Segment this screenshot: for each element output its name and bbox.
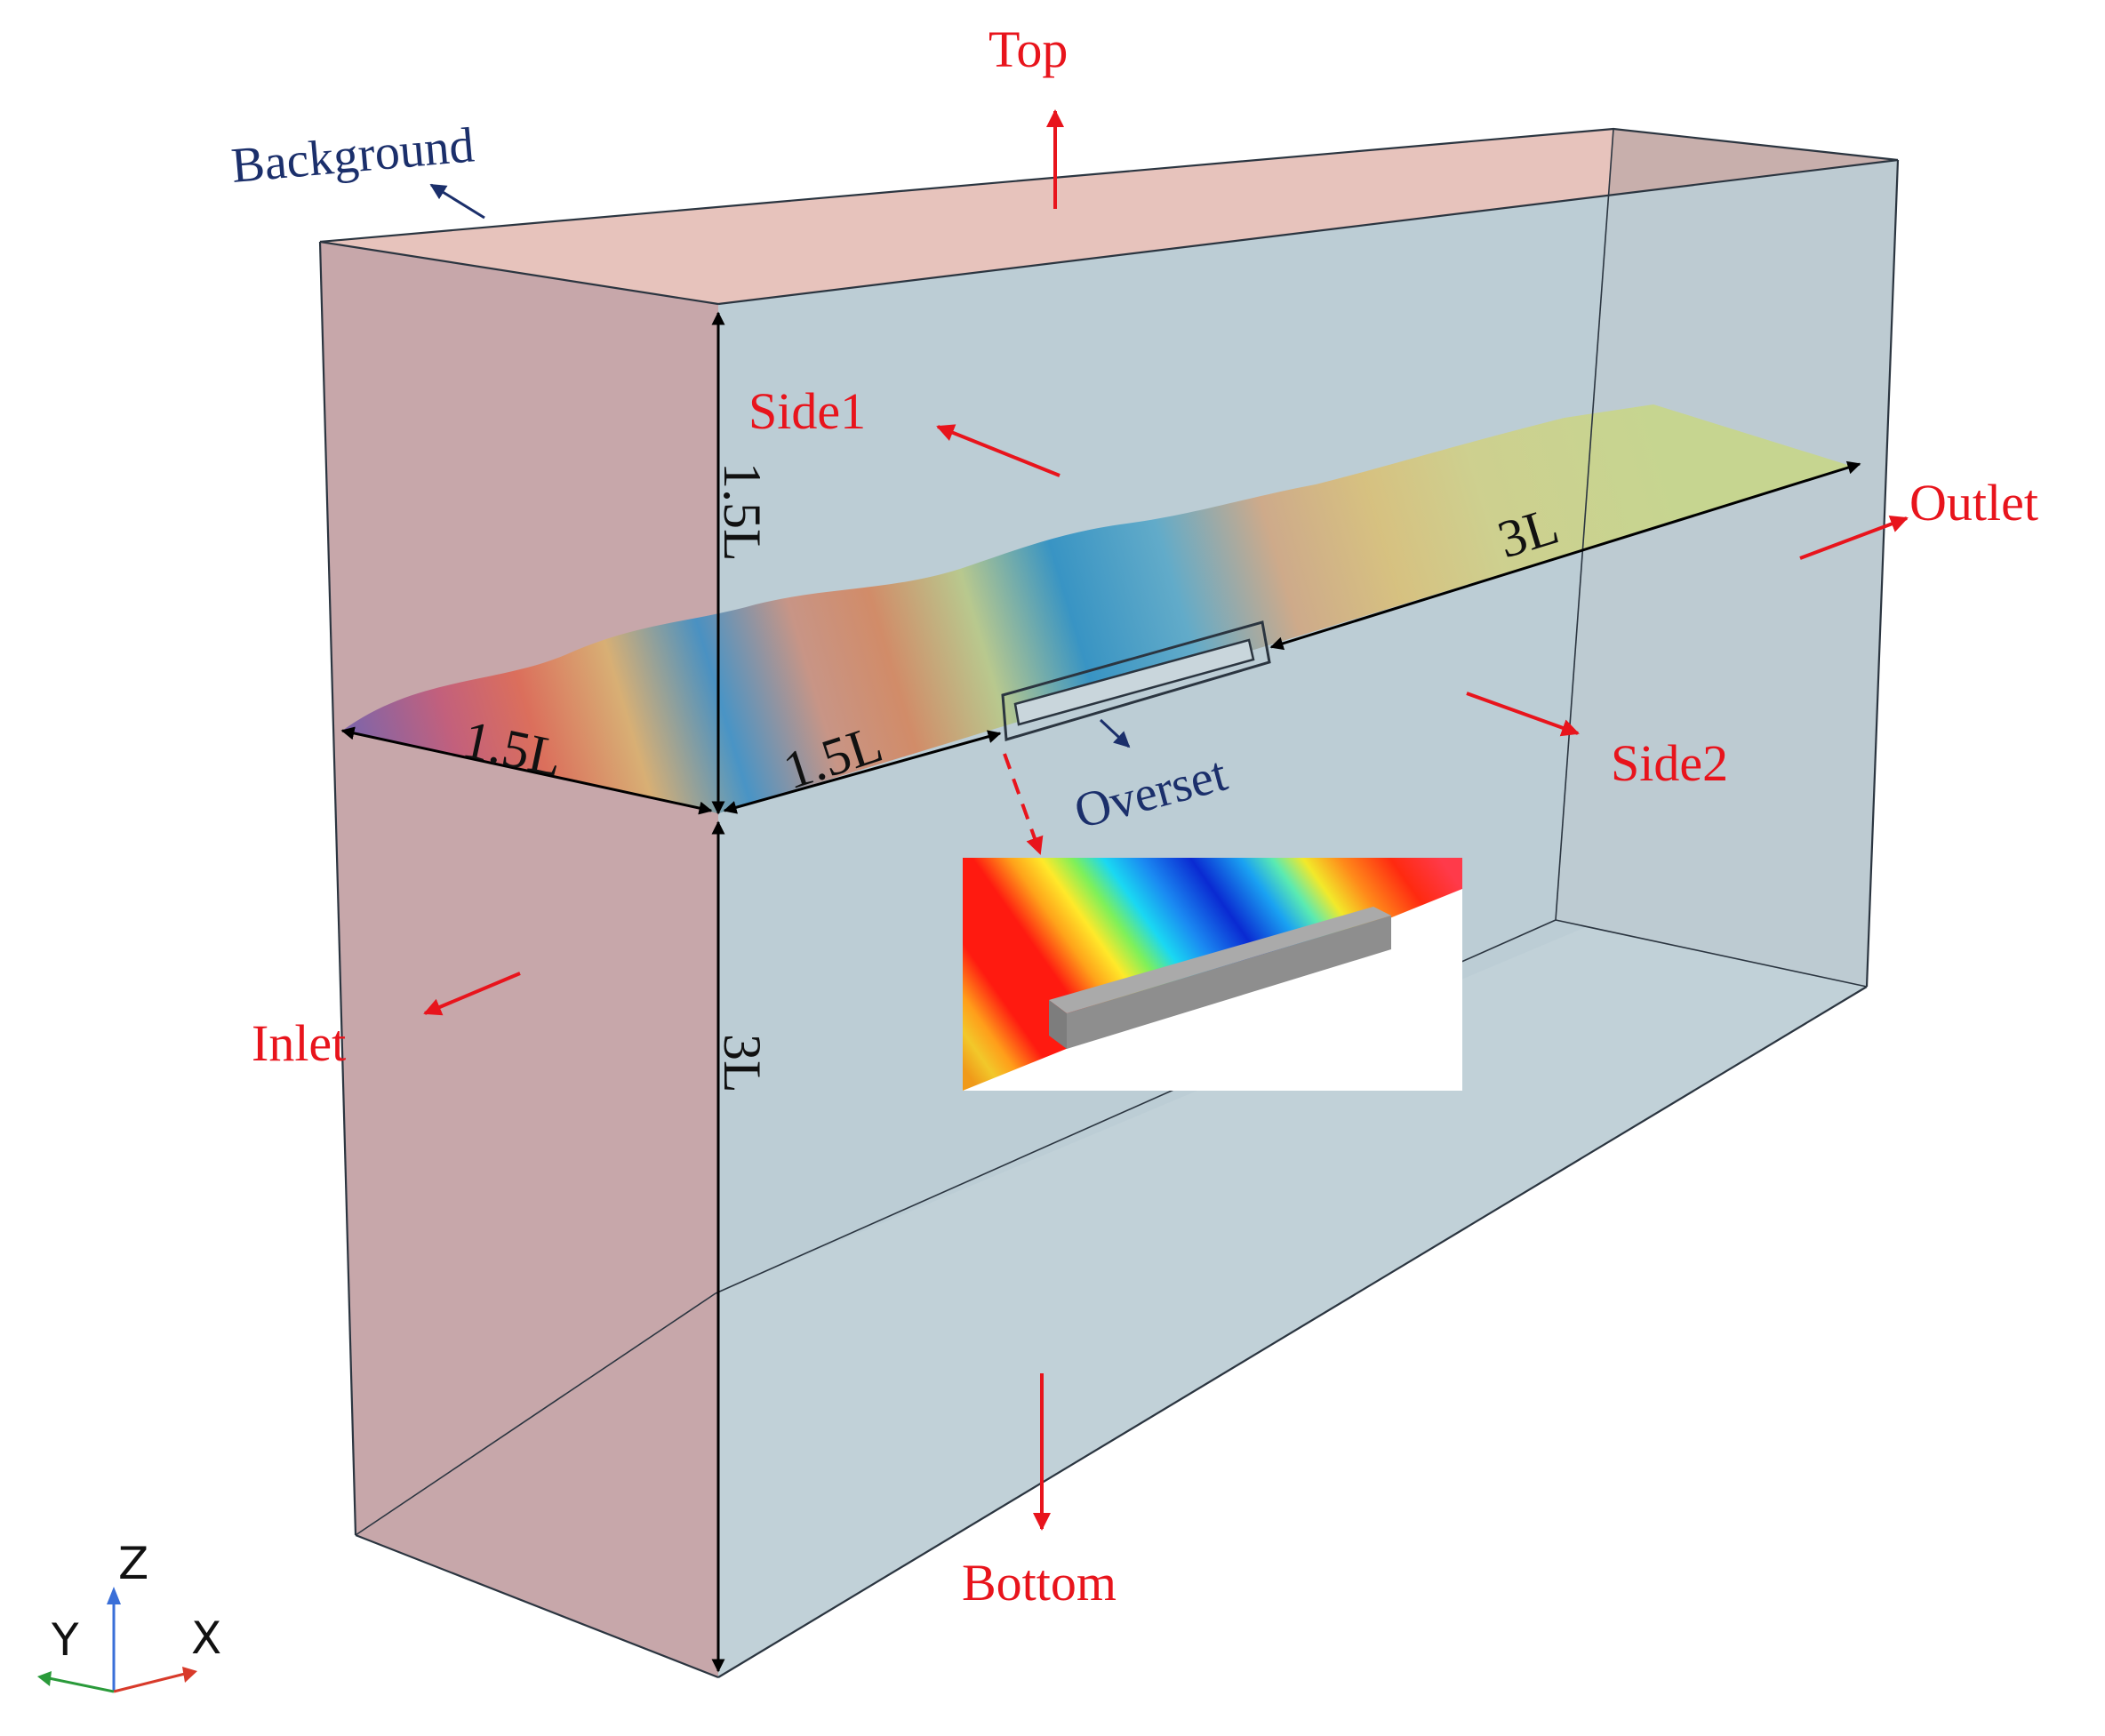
dim-downstream-line (1269, 460, 1861, 651)
axis-triad: Z Y X (37, 1538, 221, 1693)
zoom-cylinder-side (1049, 1000, 1067, 1049)
side1-arrow (936, 424, 1061, 477)
axis-y-head (37, 1671, 52, 1686)
dim-upstream-line (340, 726, 713, 815)
label-outlet: Outlet (1909, 474, 2038, 532)
axis-z-label: Z (118, 1538, 148, 1589)
label-background: Background (229, 117, 476, 194)
label-side2: Side2 (1611, 734, 1728, 792)
domain-edges (318, 127, 1900, 1679)
background-leader (429, 183, 485, 220)
inset-leader (1003, 753, 1044, 855)
axis-x-label: X (191, 1612, 221, 1664)
boundary-arrows (423, 109, 1909, 1531)
axis-x-head (182, 1667, 197, 1683)
inlet-face (320, 242, 718, 1677)
dim-width-line (723, 730, 1002, 814)
side2-arrow (1466, 692, 1580, 737)
overset-leader (1099, 718, 1131, 748)
leader-arrows (429, 183, 1131, 748)
axis-y-label: Y (51, 1614, 79, 1666)
zoom-cylinder-top (1049, 907, 1391, 1013)
dim-lower-height-label: 3L (713, 1034, 772, 1093)
label-bottom: Bottom (962, 1554, 1117, 1612)
label-top: Top (988, 20, 1068, 78)
inlet-arrow (423, 972, 521, 1016)
overset-zoom-inset (963, 858, 1462, 1091)
axis-x-line (113, 1672, 186, 1693)
axis-z-head (107, 1587, 121, 1604)
top-face (320, 129, 1898, 304)
dimension-lines (340, 311, 1861, 1673)
overset-region (1001, 620, 1271, 741)
label-side1: Side1 (748, 382, 866, 440)
dim-upper-height-label: 1.5L (713, 462, 772, 562)
label-inlet: Inlet (252, 1014, 346, 1072)
axis-y-line (48, 1676, 115, 1693)
zoom-cylinder-front (1067, 916, 1391, 1049)
outlet-arrow (1799, 515, 1909, 560)
